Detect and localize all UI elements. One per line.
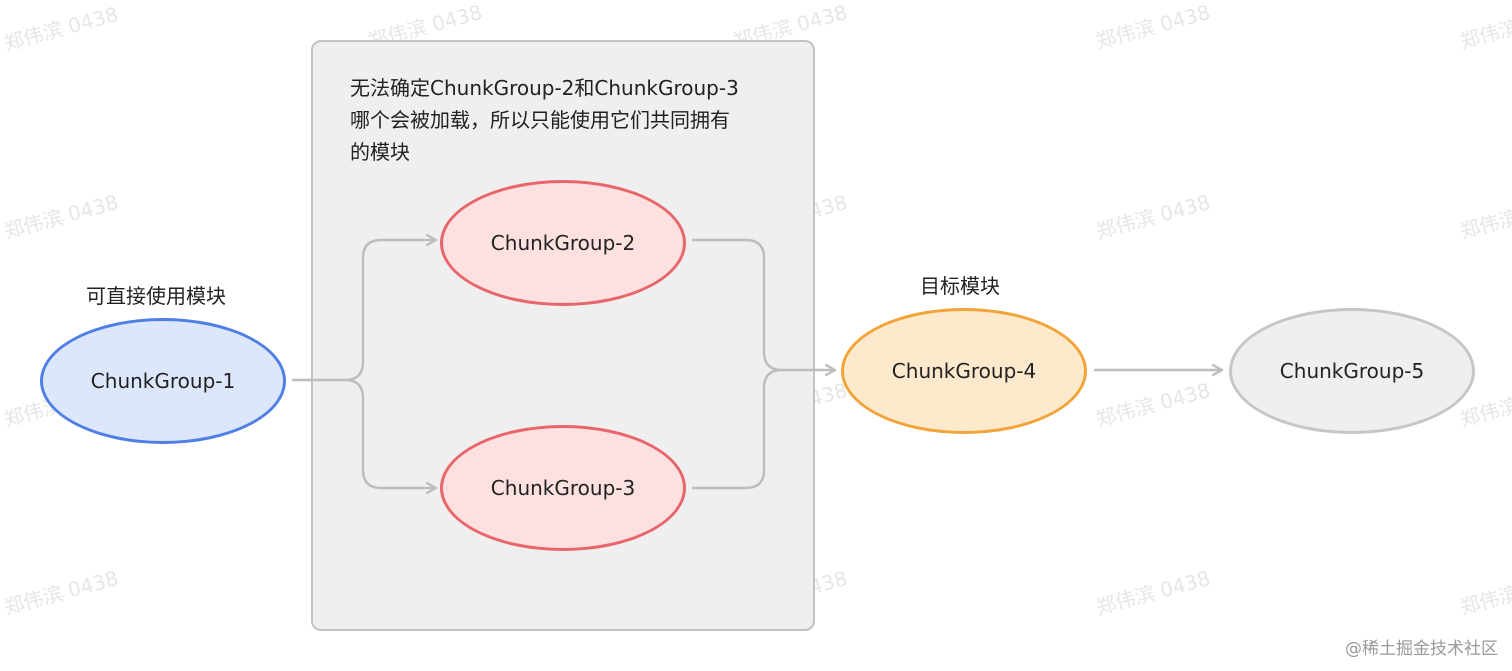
- group-note-line-1: 无法确定ChunkGroup-2和ChunkGroup-3: [350, 76, 739, 100]
- edge-cg3-to-cg4: [692, 368, 783, 490]
- node-chunkgroup-3: ChunkGroup-3: [440, 425, 686, 551]
- site-credit: @稀土掘金技术社区: [1345, 639, 1498, 659]
- edge-cg1-to-cg2: [292, 240, 436, 382]
- group-note-line-3: 的模块: [350, 140, 410, 164]
- node-chunkgroup-5: ChunkGroup-5: [1229, 308, 1475, 434]
- node-label: ChunkGroup-4: [891, 359, 1037, 383]
- edge-cg1-to-cg3: [344, 378, 436, 488]
- node-chunkgroup-2: ChunkGroup-2: [440, 180, 686, 306]
- direct-modules-label: 可直接使用模块: [86, 284, 226, 308]
- node-chunkgroup-1: ChunkGroup-1: [40, 318, 286, 444]
- node-chunkgroup-4: ChunkGroup-4: [841, 308, 1087, 434]
- node-label: ChunkGroup-5: [1279, 359, 1425, 383]
- node-label: ChunkGroup-3: [490, 476, 636, 500]
- group-note-line-2: 哪个会被加载，所以只能使用它们共同拥有: [350, 108, 730, 132]
- target-module-label: 目标模块: [920, 274, 1000, 298]
- node-label: ChunkGroup-1: [90, 369, 236, 393]
- group-note: 无法确定ChunkGroup-2和ChunkGroup-3 哪个会被加载，所以只…: [350, 72, 790, 168]
- node-label: ChunkGroup-2: [490, 231, 636, 255]
- edge-cg2-to-cg4: [692, 238, 835, 370]
